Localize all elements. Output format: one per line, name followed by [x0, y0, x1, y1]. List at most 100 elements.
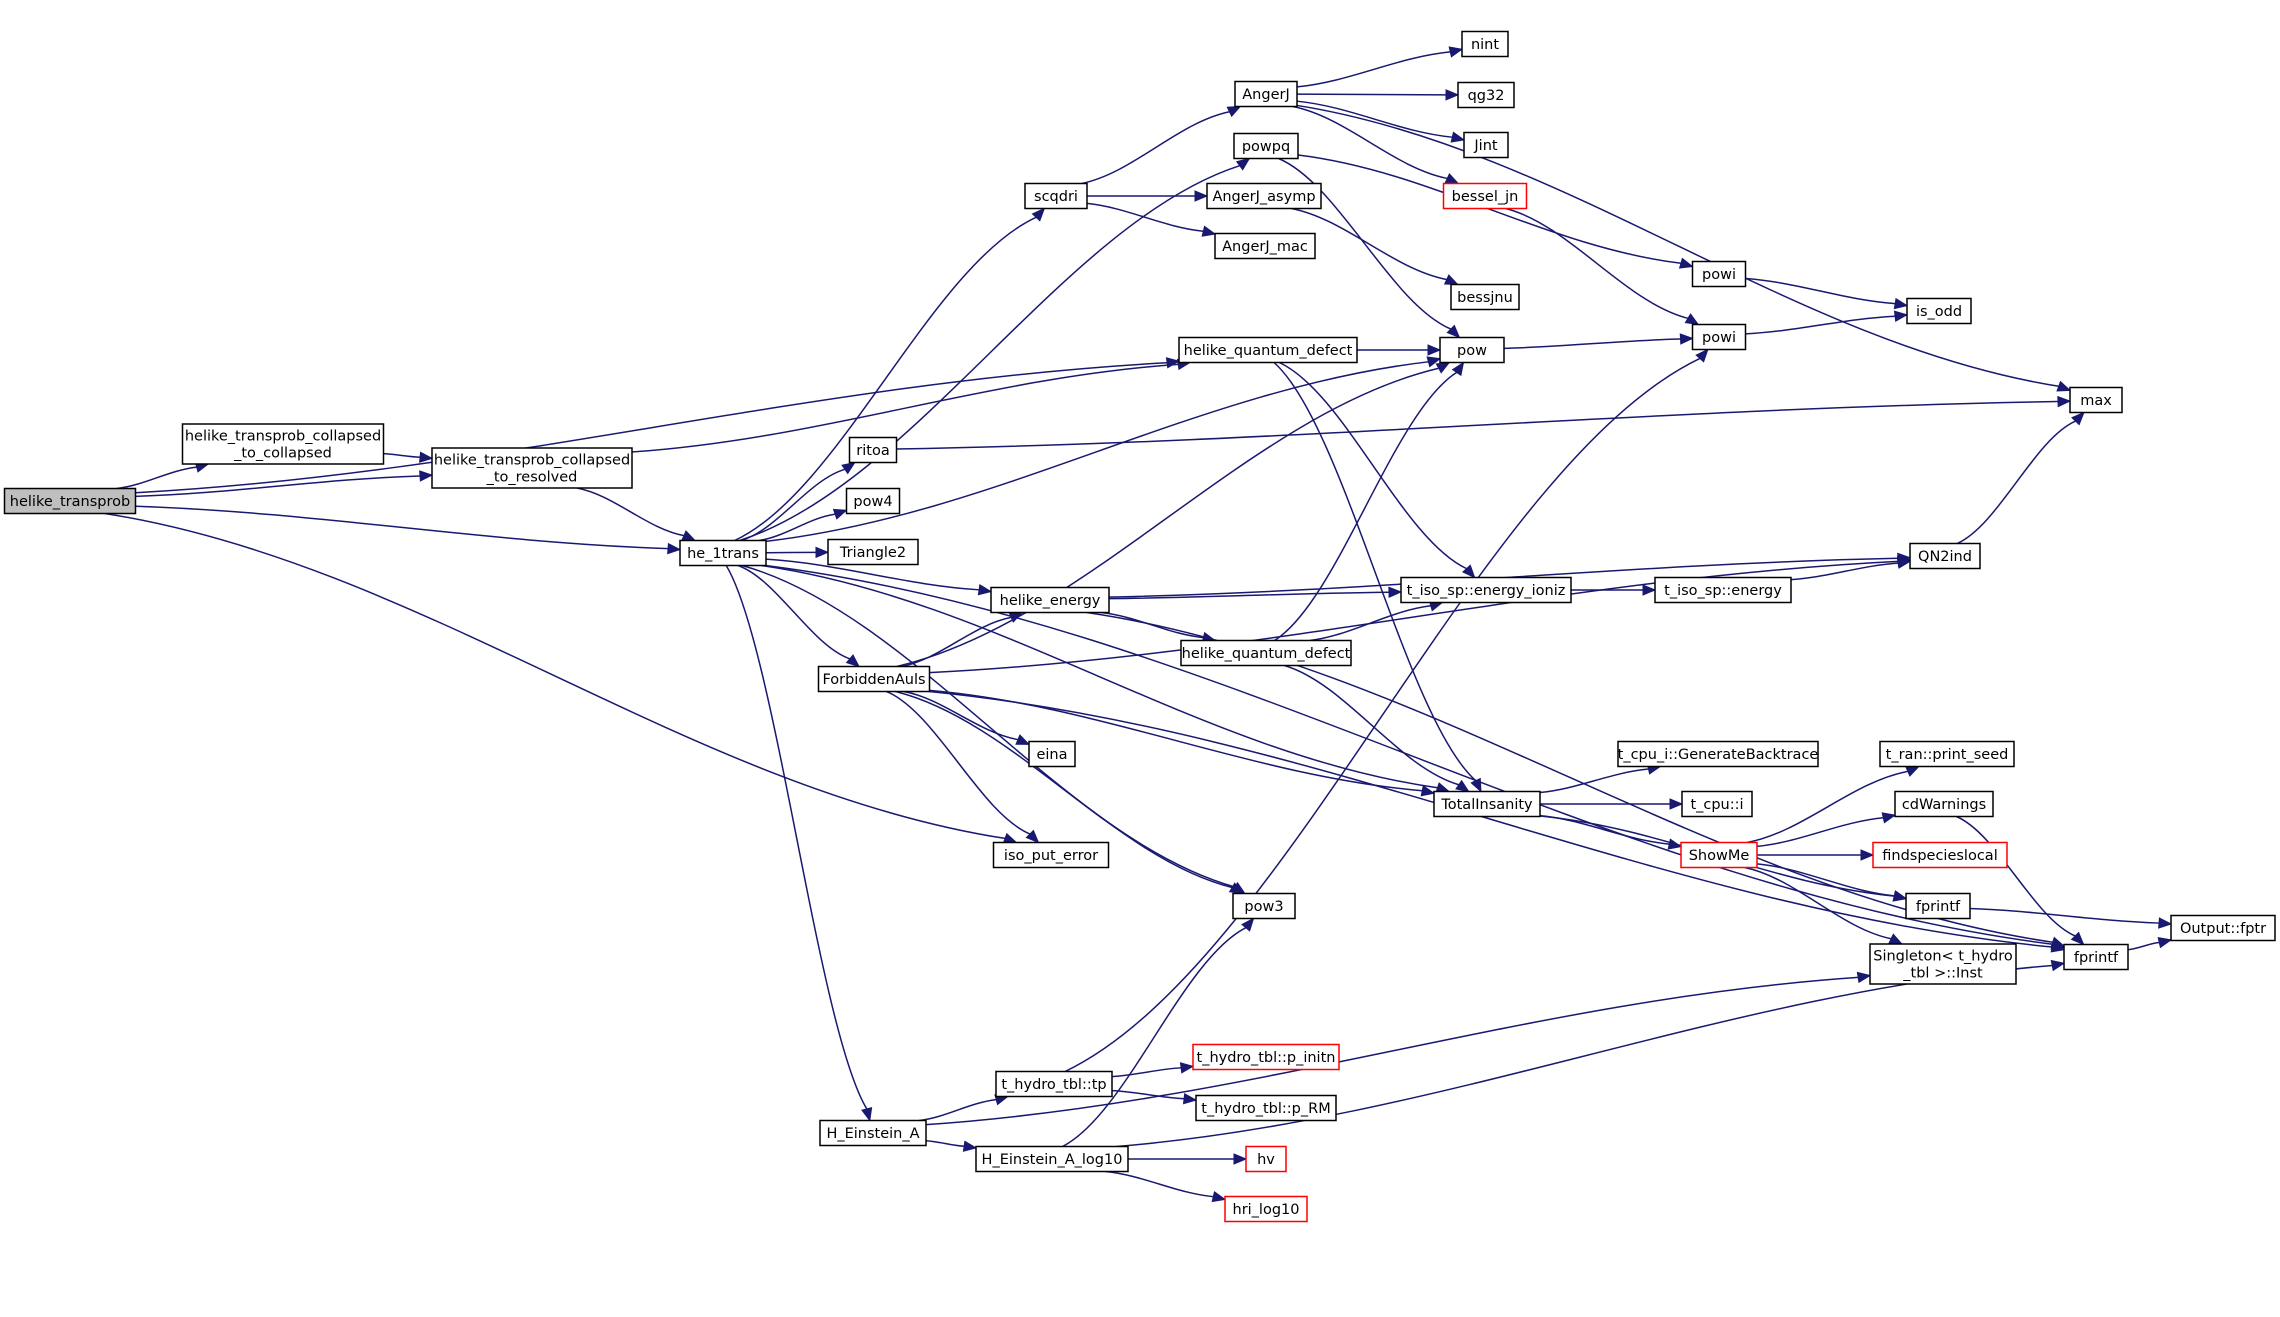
node-h-einstein-a-log10[interactable]: H_Einstein_A_log10 — [975, 1145, 1129, 1173]
node-bessjnu[interactable]: bessjnu — [1450, 283, 1520, 311]
node-helike-transprob[interactable]: helike_transprob — [3, 487, 137, 515]
arrowhead-icon — [2157, 937, 2173, 949]
arrowhead-icon — [1194, 190, 1209, 202]
edge-he-1trans-to-pow — [765, 356, 1442, 543]
node-box — [1450, 283, 1520, 311]
node-angerj-asymp[interactable]: AngerJ_asymp — [1206, 182, 1322, 210]
node-angerj-mac[interactable]: AngerJ_mac — [1214, 232, 1316, 260]
edge-line — [765, 558, 980, 591]
edge-line — [765, 361, 1429, 543]
node-energy[interactable]: t_iso_sp::energy — [1654, 576, 1792, 604]
node-p-initn[interactable]: t_hydro_tbl::p_initn — [1192, 1043, 1340, 1071]
node-label: he_1trans — [687, 546, 759, 562]
node-findspecieslocal[interactable]: findspecieslocal — [1872, 841, 2008, 869]
edge-powi2-to-is-odd — [1745, 310, 1909, 335]
node-box — [845, 487, 901, 515]
node-label: ritoa — [856, 443, 889, 459]
edge-totalinsanity-to-showme — [1539, 814, 1683, 850]
node-box — [1879, 740, 2015, 768]
node-qn2ind[interactable]: QN2ind — [1909, 542, 1981, 570]
arrowhead-icon — [1860, 849, 1875, 861]
node-hqd2[interactable]: helike_quantum_defect — [1180, 639, 1352, 667]
node-htc2r[interactable]: helike_transprob_collapsed_to_resolved — [431, 447, 633, 489]
edge-h-einstein-a-log10-to-hv — [1128, 1153, 1248, 1165]
node-h-einstein-a[interactable]: H_Einstein_A — [819, 1119, 927, 1147]
node-print-seed[interactable]: t_ran::print_seed — [1879, 740, 2015, 768]
node-hqd1[interactable]: helike_quantum_defect — [1178, 336, 1358, 364]
arrowhead-icon — [1445, 89, 1460, 101]
node-he-1trans[interactable]: he_1trans — [679, 539, 767, 567]
node-htc2c[interactable]: helike_transprob_collapsed_to_collapsed — [181, 423, 385, 465]
node-generatebacktrace[interactable]: t_cpu_i::GenerateBacktrace — [1617, 740, 1819, 768]
arrowhead-icon — [1182, 1092, 1198, 1105]
node-qg32[interactable]: qg32 — [1457, 81, 1515, 109]
node-singleton[interactable]: Singleton< t_hydro_tbl >::Inst — [1869, 943, 2017, 985]
arrowhead-icon — [1015, 734, 1031, 745]
node-jint[interactable]: Jint — [1463, 131, 1509, 159]
edge-he-1trans-to-triangle2 — [765, 546, 830, 559]
node-iso-put-error[interactable]: iso_put_error — [992, 841, 1110, 869]
node-fptr[interactable]: Output::fptr — [2170, 914, 2276, 942]
node-eina[interactable]: eina — [1028, 740, 1076, 768]
node-box — [995, 1070, 1113, 1098]
node-nint[interactable]: nint — [1461, 30, 1509, 58]
edge-line — [758, 513, 836, 542]
edge-line — [886, 690, 1031, 835]
node-is-odd[interactable]: is_odd — [1906, 297, 1972, 325]
node-label: H_Einstein_A — [826, 1126, 919, 1142]
edge-bessel-jn-to-powi2 — [1505, 207, 1700, 326]
edge-line — [2127, 941, 2160, 951]
node-box — [1654, 576, 1792, 604]
node-box — [1192, 1043, 1340, 1071]
edge-line — [903, 690, 1019, 741]
node-forbiddenauls[interactable]: ForbiddenAuls — [817, 665, 931, 693]
edge-hqd1-to-pow — [1357, 344, 1442, 356]
node-hri-log10[interactable]: hri_log10 — [1224, 1195, 1308, 1223]
edge-line — [929, 689, 1423, 792]
edge-tp-to-powi2 — [1064, 348, 1709, 1073]
arrowhead-icon — [1448, 46, 1464, 58]
node-label: pow — [1457, 343, 1487, 359]
edge-forbiddenauls-to-qn2ind — [929, 555, 1912, 674]
node-pow3[interactable]: pow3 — [1232, 892, 1296, 920]
node-tp[interactable]: t_hydro_tbl::tp — [995, 1070, 1113, 1098]
edge-forbiddenauls-to-helike-energy — [901, 611, 1024, 668]
node-bessel-jn[interactable]: bessel_jn — [1442, 182, 1528, 210]
node-pow4[interactable]: pow4 — [845, 487, 901, 515]
node-powi1[interactable]: powi — [1691, 260, 1747, 288]
edge-line — [104, 512, 1006, 840]
node-cdwarnings[interactable]: cdWarnings — [1894, 790, 1994, 818]
arrowhead-icon — [861, 1106, 873, 1122]
node-max[interactable]: max — [2069, 386, 2123, 414]
node-powpq[interactable]: powpq — [1233, 132, 1299, 160]
node-ritoa[interactable]: ritoa — [848, 436, 898, 464]
node-helike-energy[interactable]: helike_energy — [990, 586, 1110, 614]
node-t-cpu-i[interactable]: t_cpu::i — [1681, 790, 1753, 818]
node-p-rm[interactable]: t_hydro_tbl::p_RM — [1195, 1094, 1337, 1122]
node-box — [1691, 260, 1747, 288]
node-hv[interactable]: hv — [1245, 1145, 1287, 1173]
node-scqdri[interactable]: scqdri — [1024, 182, 1088, 210]
node-powi2[interactable]: powi — [1691, 323, 1747, 351]
node-energy-ioniz[interactable]: t_iso_sp::energy_ioniz — [1400, 576, 1572, 604]
node-showme[interactable]: ShowMe — [1680, 841, 1758, 869]
edge-line — [928, 690, 2053, 948]
arrowhead-icon — [667, 542, 682, 555]
arrowhead-icon — [1856, 971, 1872, 984]
node-fprintf1[interactable]: fprintf — [1905, 892, 1971, 920]
edge-he-1trans-to-forbiddenauls — [737, 564, 861, 668]
edge-line — [1956, 420, 2076, 545]
edge-line — [1273, 361, 1477, 782]
node-angerj[interactable]: AngerJ — [1234, 80, 1298, 108]
edge-he-1trans-to-ritoa — [740, 461, 856, 542]
node-box — [1224, 1195, 1308, 1223]
edge-he-1trans-to-helike-energy — [765, 558, 993, 596]
node-triangle2[interactable]: Triangle2 — [827, 538, 919, 566]
node-totalinsanity[interactable]: TotalInsanity — [1433, 790, 1541, 818]
node-fprintf2[interactable]: fprintf — [2063, 943, 2129, 971]
node-pow[interactable]: pow — [1439, 336, 1505, 364]
edge-line — [896, 367, 1439, 668]
edge-scqdri-to-angerj-asymp — [1087, 190, 1209, 202]
arrowhead-icon — [1461, 564, 1476, 579]
